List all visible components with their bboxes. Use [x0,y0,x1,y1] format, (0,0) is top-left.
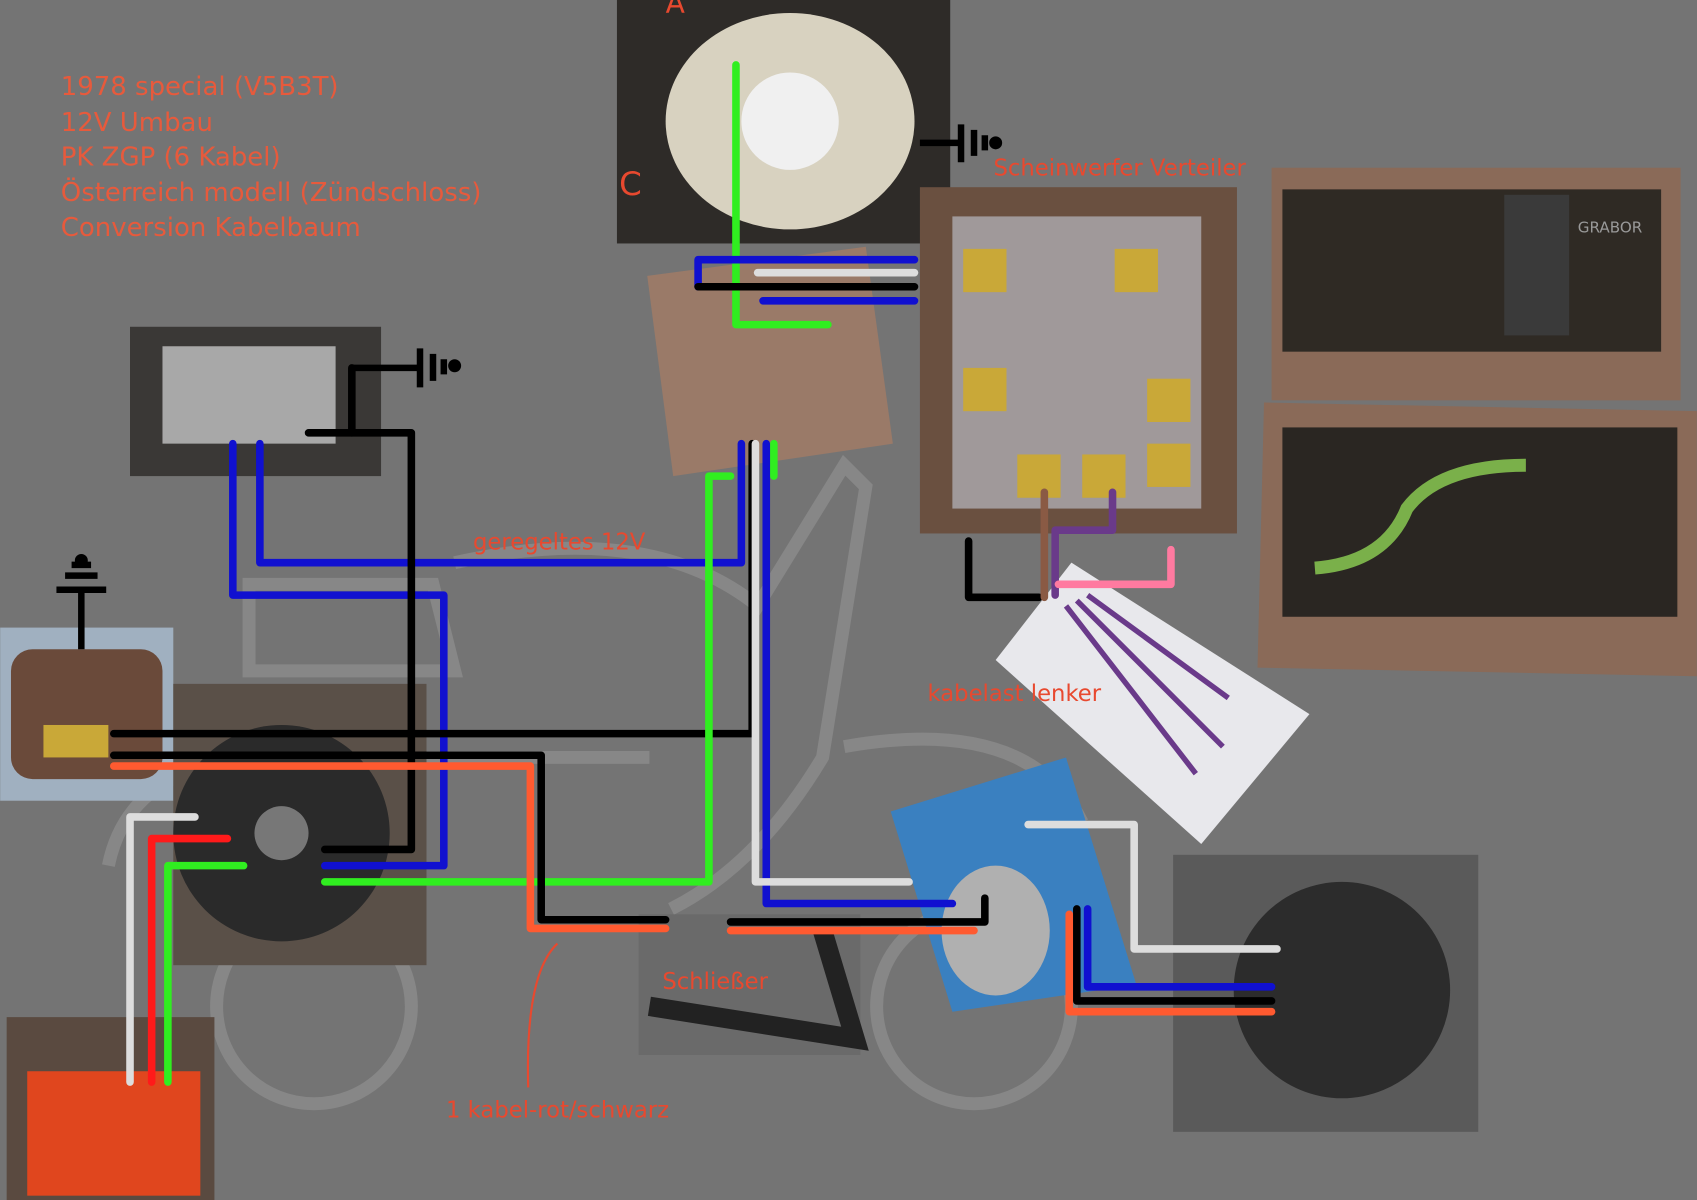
title-block: 1978 special (V5B3T) 12V Umbau PK ZGP (6… [61,72,482,243]
title-line: PK ZGP (6 Kabel) [61,143,281,173]
marker-a: A [666,0,685,20]
photo-regulator [130,326,382,477]
title-line: 12V Umbau [61,108,213,138]
arrow-icon [526,942,559,1088]
photo-switch-bottom [1257,402,1697,677]
photo-horn-connector [890,757,1137,1012]
switch-brand: GRABOR [1578,219,1643,237]
label-closer: Schließer [662,969,768,995]
photo-stator [173,683,427,966]
photo-switch-top: GRABOR [1271,167,1681,401]
photo-ignition-coil [6,1017,215,1200]
photo-horn [1173,854,1479,1132]
photo-brake-switch [638,914,869,1056]
label-cable-note: 1 kabel-rot/schwarz [446,1098,669,1124]
label-regulated: geregeltes 12V [473,530,646,556]
photo-tail-light [0,627,174,801]
marker-c: C [619,165,642,203]
title-line: Conversion Kabelbaum [61,213,361,243]
title-line: 1978 special (V5B3T) [61,72,339,102]
label-handlebar-harness: kabelast lenker [927,681,1101,707]
photo-headlight-distributor [919,187,1237,534]
photo-handlebar-harness [995,562,1310,845]
label-headlight-distributor: Scheinwerfer Verteiler [993,155,1246,181]
ground-icon [56,124,1003,650]
photo-connector-hand [647,246,893,477]
photo-stator-plate: A C [616,0,951,244]
wires [109,61,1281,1088]
title-line: Österreich modell (Zündschloss) [61,176,482,208]
